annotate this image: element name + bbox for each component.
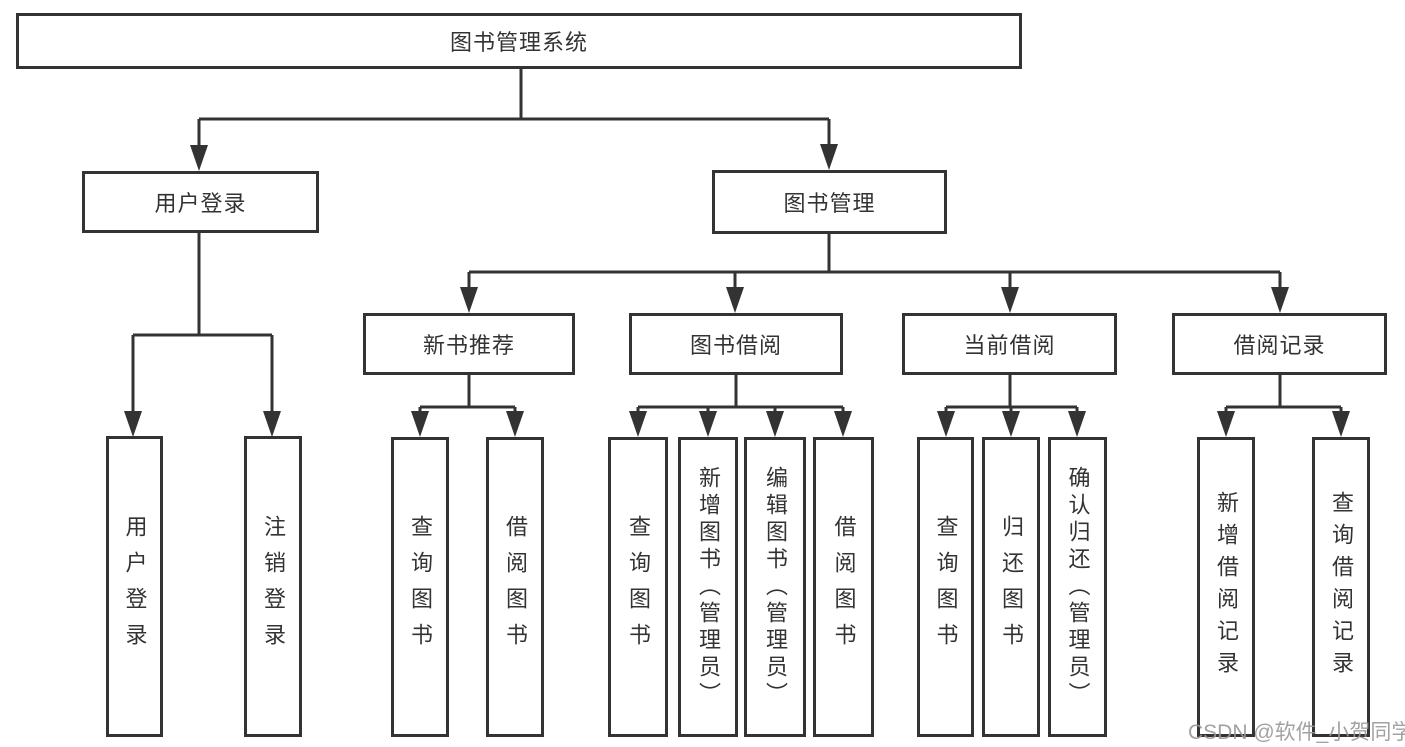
leaf-query-books-recommend: 查询图书 [391, 437, 449, 737]
leaf-borrow-books-recommend: 借阅图书 [486, 437, 544, 737]
node-current-borrow: 当前借阅 [902, 313, 1117, 375]
watermark: CSDN @软件_小贺同学 [1188, 721, 1405, 744]
node-book-borrow: 图书借阅 [629, 313, 843, 375]
leaf-edit-book-admin: 编辑图书（管理员） [744, 437, 806, 737]
leaf-add-book-admin: 新增图书（管理员） [678, 437, 738, 737]
leaf-query-borrow-record: 查询借阅记录 [1312, 437, 1370, 737]
leaf-query-books-current: 查询图书 [917, 437, 974, 737]
node-root: 图书管理系统 [16, 13, 1022, 69]
leaf-add-borrow-record: 新增借阅记录 [1197, 437, 1255, 737]
node-book-management: 图书管理 [712, 170, 947, 234]
node-user-login: 用户登录 [82, 171, 319, 233]
node-borrow-records: 借阅记录 [1172, 313, 1387, 375]
leaf-confirm-return-admin: 确认归还（管理员） [1048, 437, 1107, 737]
leaf-borrow-books: 借阅图书 [813, 437, 874, 737]
leaf-user-login: 用户登录 [106, 436, 163, 737]
leaf-return-books: 归还图书 [982, 437, 1040, 737]
leaf-logout: 注销登录 [244, 436, 302, 737]
leaf-query-books-borrow: 查询图书 [608, 437, 668, 737]
node-new-book-recommend: 新书推荐 [363, 313, 575, 375]
